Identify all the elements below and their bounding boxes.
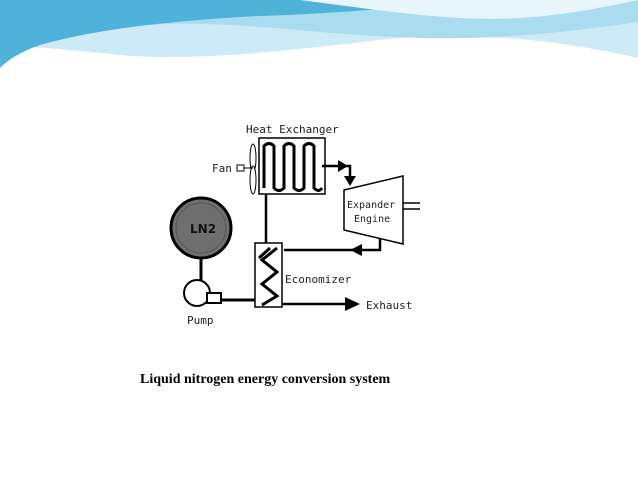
wave-dark bbox=[0, 0, 470, 68]
hx-outlet-arrow bbox=[338, 160, 348, 172]
ln2-tank-inner bbox=[175, 202, 227, 254]
ln2-label: LN2 bbox=[190, 222, 216, 236]
economizer-return-arrow bbox=[350, 244, 362, 256]
economizer-label: Economizer bbox=[285, 273, 352, 286]
hx-to-expander-line bbox=[322, 164, 352, 180]
pump-label: Pump bbox=[187, 314, 214, 327]
pump-outlet bbox=[206, 292, 222, 304]
economizer-zigzag bbox=[259, 246, 280, 307]
exhaust-label: Exhaust bbox=[366, 299, 412, 312]
heat-exchanger-coil bbox=[262, 142, 324, 192]
fan-icon bbox=[236, 143, 257, 195]
exhaust-arrow bbox=[345, 297, 360, 311]
wave-highlight bbox=[300, 0, 638, 19]
heat-exchanger-label: Heat Exchanger bbox=[246, 123, 339, 136]
header-waves bbox=[0, 0, 638, 68]
expander-to-economizer-line bbox=[284, 238, 382, 252]
expander-label-2: Engine bbox=[354, 214, 390, 225]
expander-inlet-arrow bbox=[344, 176, 356, 186]
diagram-caption: Liquid nitrogen energy conversion system bbox=[140, 372, 391, 387]
expander-engine bbox=[343, 175, 404, 245]
nitrogen-diagram bbox=[169, 137, 420, 311]
economizer-box bbox=[254, 242, 283, 308]
expander-label-1: Expander bbox=[347, 200, 395, 211]
fan-label: Fan bbox=[212, 162, 232, 175]
economizer-zigzag-2 bbox=[257, 246, 272, 260]
